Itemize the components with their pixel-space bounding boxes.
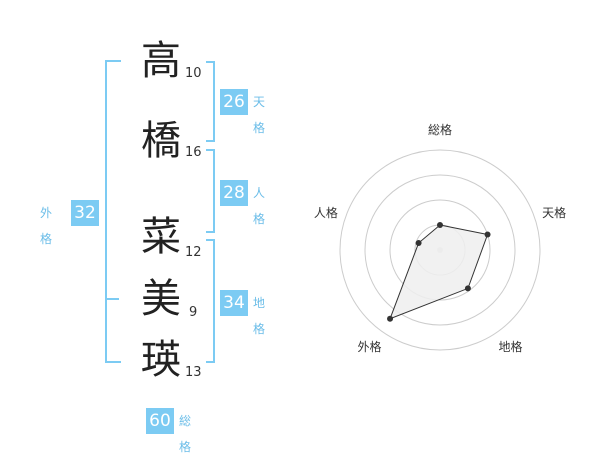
stroke-count-3: 12 bbox=[185, 245, 202, 260]
stroke-count-4: 9 bbox=[189, 305, 198, 320]
name-char-4: 美 bbox=[141, 276, 181, 322]
radar-axis-label-1: 総格 bbox=[428, 122, 452, 137]
radar-series-polygon bbox=[389, 224, 489, 320]
radar-axis-label-4: 外格 bbox=[357, 339, 381, 354]
soukaku-label: 総格 bbox=[179, 414, 192, 454]
radar-point-3 bbox=[464, 285, 471, 292]
stroke-count-2: 16 bbox=[185, 145, 202, 160]
radar-ring bbox=[364, 174, 516, 326]
radar-ring bbox=[339, 149, 541, 351]
radar-point-5 bbox=[415, 240, 422, 247]
gaikaku-value-badge: 32 bbox=[71, 200, 99, 226]
chikaku-label: 地格 bbox=[253, 296, 266, 336]
gaikaku-label: 外格 bbox=[40, 206, 53, 246]
radar-axis-label-2: 天格 bbox=[542, 205, 566, 220]
gaikaku-bracket bbox=[105, 60, 121, 363]
radar-point-4 bbox=[387, 315, 394, 322]
soukaku-value-badge: 60 bbox=[146, 408, 174, 434]
name-char-2: 橋 bbox=[141, 118, 181, 164]
name-char-1: 高 bbox=[141, 38, 181, 84]
chikaku-bracket bbox=[206, 239, 215, 363]
stroke-count-1: 10 bbox=[185, 66, 202, 81]
name-char-3: 菜 bbox=[141, 214, 181, 260]
jinkaku-value-badge: 28 bbox=[220, 180, 248, 206]
radar-axis-label-3: 地格 bbox=[499, 339, 523, 354]
radar-point-2 bbox=[484, 231, 491, 238]
stroke-count-5: 13 bbox=[185, 365, 202, 380]
tenkaku-bracket bbox=[206, 61, 215, 142]
chikaku-value-badge: 34 bbox=[220, 290, 248, 316]
radar-axis-label-5: 人格 bbox=[314, 205, 338, 220]
jinkaku-bracket bbox=[206, 149, 215, 233]
gaikaku-bracket-tick bbox=[105, 298, 119, 300]
name-char-5: 瑛 bbox=[141, 337, 181, 383]
radar-ring bbox=[389, 199, 491, 301]
jinkaku-label: 人格 bbox=[253, 186, 266, 226]
tenkaku-value-badge: 26 bbox=[220, 89, 248, 115]
radar-point-1 bbox=[437, 222, 443, 228]
tenkaku-label: 天格 bbox=[253, 95, 266, 135]
